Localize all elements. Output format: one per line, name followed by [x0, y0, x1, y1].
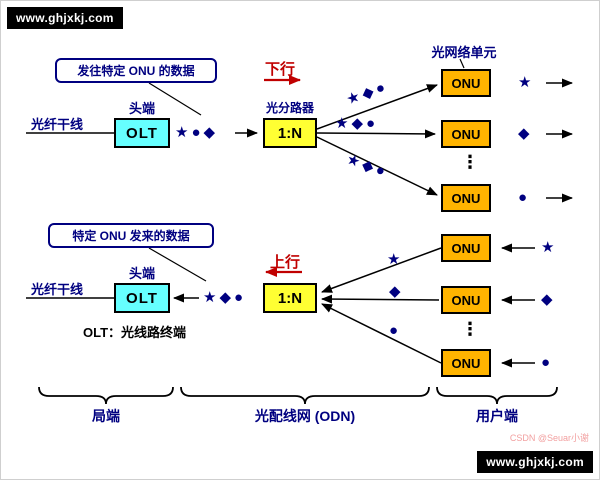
downstream-onu-box-1: ONU — [441, 69, 491, 97]
upstream-splitter-box: 1:N — [263, 283, 317, 313]
section-braces — [38, 386, 558, 405]
downstream-onu-ellipsis: ⋮ — [461, 152, 479, 172]
downstream-branch-symbols-2: ★◆● — [335, 115, 379, 132]
upstream-direction-label: 上行 — [270, 254, 301, 271]
downstream-trunk-label: 光纤干线 — [31, 117, 84, 132]
upstream-trunk-label: 光纤干线 — [31, 282, 84, 297]
upstream-branch-symbol-2: ◆ — [389, 283, 401, 300]
section-label-odn: 光配线网 (ODN) — [254, 408, 356, 424]
downstream-onu-box-3: ONU — [441, 184, 491, 212]
downstream-out-symbol-1: ★ — [518, 74, 532, 91]
downstream-olt-box: OLT — [114, 118, 170, 148]
downstream-out-symbol-2: ◆ — [518, 125, 530, 142]
upstream-headend-label: 头端 — [128, 266, 155, 281]
onu-caption-pointer — [459, 58, 465, 69]
upstream-branch-symbol-3: ● — [389, 322, 399, 339]
downstream-onu-box-2: ONU — [441, 120, 491, 148]
downstream-callout-pointer — [148, 82, 202, 116]
upstream-in-symbol-2: ◆ — [541, 291, 553, 308]
upstream-trunk-symbols: ★◆● — [203, 289, 247, 306]
direction-arrows — [264, 75, 302, 277]
downstream-splitter-box: 1:N — [263, 118, 317, 148]
brace-user-side — [436, 386, 558, 405]
upstream-olt-box: OLT — [114, 283, 170, 313]
site-badge-bottom: www.ghjxkj.com — [477, 451, 593, 473]
site-badge-top: www.ghjxkj.com — [7, 7, 123, 29]
downstream-branch-line-3 — [316, 136, 438, 196]
downstream-trunk-symbols: ★●◆ — [175, 124, 219, 141]
downstream-headend-label: 头端 — [128, 101, 155, 116]
brace-central-office — [38, 386, 174, 405]
upstream-onu-box-3: ONU — [441, 349, 491, 377]
downstream-branch-line-1 — [316, 84, 438, 130]
olt-definition-text: OLT：光线路终端 — [83, 325, 187, 340]
upstream-callout: 特定 ONU 发来的数据 — [48, 223, 214, 248]
splitter-caption: 光分路器 — [265, 101, 314, 115]
brace-odn — [180, 386, 430, 405]
upstream-onu-box-1: ONU — [441, 234, 491, 262]
upstream-branch-symbol-1: ★ — [387, 251, 401, 268]
upstream-onu-box-2: ONU — [441, 286, 491, 314]
section-label-user-side: 用户端 — [476, 408, 518, 424]
upstream-branch-line-3 — [321, 303, 442, 364]
upstream-branch-line-2 — [321, 294, 440, 304]
downstream-direction-label: 下行 — [265, 61, 296, 78]
section-label-central-office: 局端 — [92, 408, 120, 424]
downstream-lines — [26, 58, 573, 203]
upstream-in-symbol-1: ★ — [541, 239, 555, 256]
downstream-out-symbol-3: ● — [518, 189, 528, 206]
downstream-branch-line-2 — [316, 129, 436, 139]
onu-caption: 光网络单元 — [431, 45, 497, 60]
upstream-in-symbol-3: ● — [541, 354, 551, 371]
upstream-onu-ellipsis: ⋮ — [461, 319, 479, 339]
upstream-lines — [26, 243, 535, 368]
csdn-watermark: CSDN @Seuar小谢 — [509, 433, 589, 443]
downstream-callout: 发往特定 ONU 的数据 — [55, 58, 217, 83]
upstream-branch-line-1 — [321, 247, 442, 293]
upstream-callout-pointer — [148, 247, 207, 282]
